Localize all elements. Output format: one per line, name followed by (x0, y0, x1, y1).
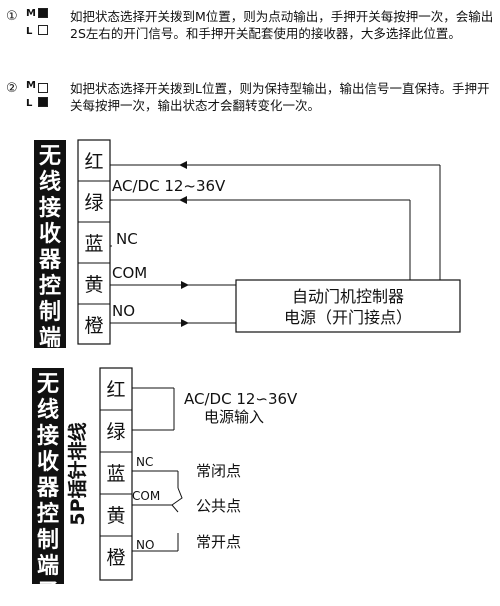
switch-top-box (38, 83, 48, 93)
switch-bottom-box (38, 97, 48, 107)
nc-label: NC (136, 455, 153, 469)
switch-top-box (38, 8, 48, 18)
door-controller-box (235, 279, 461, 333)
wire-green: 绿 (106, 421, 125, 443)
wire-blue: 蓝 (84, 233, 103, 255)
wire-blue: 蓝 (106, 463, 125, 485)
no-label: NO (136, 538, 154, 552)
diagram-2: 5P插针排线 红 绿 蓝 黄 橙 AC/DC 12∽36V 电源输入 NC 常闭… (66, 367, 298, 581)
note-number: ① (6, 9, 18, 24)
wire-green: 绿 (84, 192, 103, 214)
terminal-block (77, 139, 111, 345)
wire-orange: 橙 (106, 547, 125, 569)
wire-red: 红 (84, 151, 103, 173)
controller-line-2: 电源（开门接点） (284, 308, 412, 327)
receiver-terminal-label: 无线接收器控制端子 (34, 140, 66, 377)
switch-icon: M L (26, 80, 48, 110)
wire-yellow: 黄 (84, 274, 103, 296)
switch-icon: M L (26, 8, 48, 38)
com-label: COM (132, 489, 160, 503)
diagram-1: 红 绿 蓝 黄 橙 AC/DC 12~36V NC COM NO 自动门机控制器… (77, 139, 461, 345)
note-number: ② (6, 81, 18, 96)
controller-line-1: 自动门机控制器 (292, 287, 404, 306)
power-label: AC/DC 12~36V (112, 177, 226, 195)
wire-orange: 橙 (84, 315, 103, 337)
terminal-block-2 (99, 367, 133, 581)
switch-label-l: L (26, 98, 33, 109)
switch-label-m: M (26, 80, 36, 91)
switch-label-l: L (26, 26, 33, 37)
wire-red: 红 (106, 379, 125, 401)
5p-header-label: 5P插针排线 (66, 422, 89, 525)
no-label: NO (112, 302, 135, 320)
nc-label: NC (116, 230, 138, 248)
wire-yellow: 黄 (106, 505, 125, 527)
switch-bottom-box (38, 25, 48, 35)
power-label: AC/DC 12∽36V (184, 390, 298, 408)
com-desc: 公共点 (196, 497, 241, 515)
power-input: 电源输入 (204, 408, 264, 426)
com-label: COM (112, 264, 147, 282)
nc-desc: 常闭点 (196, 462, 241, 480)
note-text: 如把状态选择开关拨到M位置，则为点动输出，手押开关每按押一次，会输出2S左右的开… (70, 9, 494, 41)
no-desc: 常开点 (196, 533, 241, 551)
note-text: 如把状态选择开关拨到L位置，则为保持型输出，输出信号一直保持。手押开关每按押一次… (70, 81, 490, 113)
switch-label-m: M (26, 8, 36, 19)
